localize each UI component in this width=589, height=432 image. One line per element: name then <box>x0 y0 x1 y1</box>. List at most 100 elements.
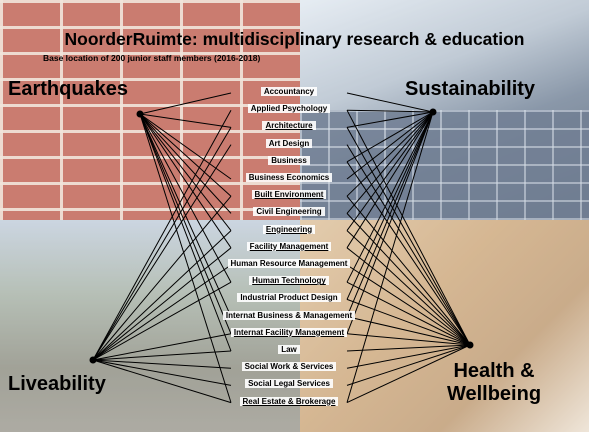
link-liveability-9 <box>92 247 232 361</box>
link-liveability-14 <box>92 333 232 361</box>
discipline-item: Real Estate & Brokerage <box>215 396 363 406</box>
discipline-label: Accountancy <box>260 87 318 96</box>
link-health-3 <box>346 144 471 346</box>
discipline-label: Human Resource Management <box>227 259 351 268</box>
discipline-label: Engineering <box>262 224 316 234</box>
hub-dot-sustainability <box>429 108 437 116</box>
link-sustainability-7 <box>346 111 434 214</box>
link-health-2 <box>346 127 471 346</box>
link-health-14 <box>346 333 471 346</box>
link-health-13 <box>346 316 471 346</box>
link-liveability-8 <box>92 230 232 361</box>
discipline-label: Applied Psychology <box>247 104 331 114</box>
link-sustainability-2 <box>346 111 434 128</box>
discipline-item: Architecture <box>215 121 363 131</box>
link-liveability-16 <box>92 359 232 369</box>
discipline-item: Human Resource Management <box>215 259 363 268</box>
discipline-item: Law <box>215 345 363 354</box>
link-sustainability-13 <box>346 111 434 317</box>
diagram-subtitle: Base location of 200 junior staff member… <box>43 53 261 63</box>
link-health-18 <box>346 344 471 404</box>
link-sustainability-9 <box>346 111 434 249</box>
discipline-label: Internat Facility Management <box>230 327 348 337</box>
link-earthquakes-2 <box>139 113 232 128</box>
discipline-item: Social Work & Services <box>215 362 363 372</box>
link-earthquakes-6 <box>139 113 232 197</box>
theme-earthquakes: Earthquakes <box>8 78 129 100</box>
discipline-item: Social Legal Services <box>215 379 363 389</box>
discipline-label: Art Design <box>265 138 313 148</box>
discipline-item: Internat Facility Management <box>215 327 363 337</box>
link-earthquakes-18 <box>139 113 232 403</box>
link-health-12 <box>346 298 471 346</box>
link-sustainability-12 <box>346 111 434 300</box>
discipline-label: Internat Business & Management <box>222 310 356 320</box>
discipline-label: Built Environment <box>251 190 327 200</box>
link-sustainability-4 <box>346 111 434 163</box>
discipline-item: Internat Business & Management <box>215 310 363 320</box>
discipline-label: Architecture <box>262 121 316 131</box>
link-earthquakes-9 <box>139 113 232 249</box>
link-earthquakes-11 <box>139 113 232 283</box>
discipline-label: Law <box>278 345 300 354</box>
link-health-16 <box>346 344 471 369</box>
link-liveability-15 <box>92 350 232 361</box>
link-sustainability-0 <box>346 92 434 113</box>
link-health-15 <box>346 344 471 352</box>
link-liveability-6 <box>92 195 232 361</box>
link-sustainability-18 <box>346 111 434 403</box>
care-room-photo <box>300 220 589 432</box>
hub-dot-earthquakes <box>136 110 144 118</box>
discipline-label: Social Legal Services <box>245 379 333 389</box>
discipline-label: Business <box>268 155 310 165</box>
discipline-item: Business Economics <box>215 173 363 182</box>
diagram-title: NoorderRuimte: multidisciplinary researc… <box>64 29 525 49</box>
link-health-6 <box>346 195 471 346</box>
discipline-item: Industrial Product Design <box>215 293 363 303</box>
discipline-item: Applied Psychology <box>215 104 363 114</box>
link-sustainability-5 <box>346 111 434 180</box>
link-health-9 <box>346 247 471 346</box>
discipline-item: Art Design <box>215 138 363 148</box>
link-sustainability-6 <box>346 111 434 197</box>
link-earthquakes-5 <box>139 113 232 180</box>
theme-health-wellbeing: Health & Wellbeing <box>419 360 569 406</box>
link-liveability-1 <box>92 109 232 361</box>
link-sustainability-14 <box>346 111 434 334</box>
discipline-label: Social Work & Services <box>241 362 337 372</box>
link-earthquakes-8 <box>139 113 232 231</box>
link-health-7 <box>346 213 471 346</box>
link-earthquakes-13 <box>139 113 232 317</box>
discipline-item: Human Technology <box>215 276 363 286</box>
hub-dot-health <box>466 341 474 349</box>
link-health-8 <box>346 230 471 346</box>
link-liveability-3 <box>92 144 232 361</box>
link-health-1 <box>346 109 471 346</box>
theme-health-line1: Health & <box>453 360 535 382</box>
link-liveability-2 <box>92 127 232 361</box>
link-health-4 <box>346 161 471 346</box>
discipline-item: Engineering <box>215 224 363 234</box>
link-liveability-17 <box>92 359 232 386</box>
link-sustainability-11 <box>346 111 434 283</box>
hub-dot-liveability <box>89 356 97 364</box>
link-earthquakes-15 <box>139 113 232 352</box>
link-health-17 <box>346 344 471 386</box>
link-earthquakes-0 <box>139 92 232 115</box>
discipline-item: Facility Management <box>215 241 363 251</box>
link-health-10 <box>346 264 471 346</box>
link-sustainability-1 <box>346 109 434 113</box>
discipline-label: Facility Management <box>246 241 332 251</box>
solar-panel-grid <box>300 110 589 220</box>
theme-sustainability: Sustainability <box>405 78 536 100</box>
link-earthquakes-14 <box>139 113 232 334</box>
link-sustainability-8 <box>346 111 434 231</box>
discipline-label: Industrial Product Design <box>237 293 341 303</box>
discipline-label: Real Estate & Brokerage <box>239 396 339 406</box>
discipline-item: Civil Engineering <box>215 207 363 217</box>
discipline-label: Business Economics <box>245 173 333 182</box>
discipline-item: Business <box>215 155 363 165</box>
link-liveability-10 <box>92 264 232 361</box>
